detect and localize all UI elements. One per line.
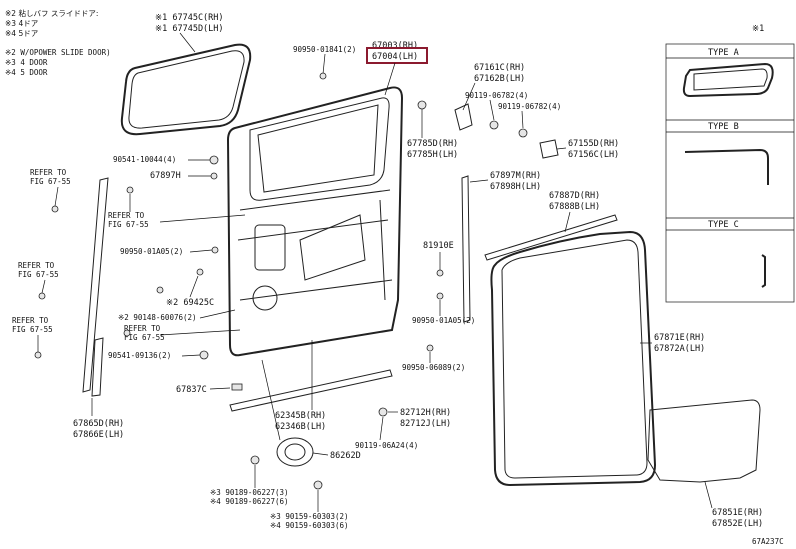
hinge-parts (417, 100, 559, 159)
label-82712h: 82712H(RH) (400, 408, 451, 418)
note-4: ※2 W/OPOWER SLIDE DOOR) (5, 48, 111, 57)
label-67161c: 67161C(RH) (474, 63, 525, 73)
refer-5-line-b: FIG 67-55 (124, 333, 165, 342)
label-67865d: 67865D(RH) (73, 419, 124, 429)
label-81910e: 81910E (423, 241, 454, 251)
label-67852e: 67852E(LH) (712, 519, 763, 529)
label-67745d: ※1 67745D(LH) (155, 24, 224, 34)
label-67785h: 67785H(LH) (407, 150, 458, 160)
label-90159-a: ※3 90159-60303(2) (270, 512, 349, 521)
refer-3-line-b: FIG 67-55 (18, 270, 59, 279)
label-67004: 67004(LH) (372, 52, 418, 62)
label-90119-06782-a: 90119-06782(4) (465, 91, 528, 100)
refer-2-line-a: REFER TO (108, 211, 145, 220)
label-67745c: ※1 67745C(RH) (155, 13, 224, 23)
label-90119-06a24: 90119-06A24(4) (355, 441, 418, 450)
label-69425c: ※2 69425C (166, 298, 214, 308)
label-67888b: 67888B(LH) (549, 202, 600, 212)
note-1: ※2 粘しバフ スライドドア: (5, 8, 98, 18)
refer-4-line-a: REFER TO (12, 316, 49, 325)
refer-3-line-a: REFER TO (18, 261, 55, 270)
note-5: ※3 4 DOOR (5, 58, 48, 67)
label-90189-a: ※3 90189-06227(3) (210, 488, 289, 497)
label-67871e: 67871E(RH) (654, 333, 705, 343)
label-67156c: 67156C(LH) (568, 150, 619, 160)
label-67897m: 67897M(RH) (490, 171, 541, 181)
speaker (276, 437, 314, 467)
note-2: ※3 4ドア (5, 19, 38, 28)
label-90159-b: ※4 90159-60303(6) (270, 521, 349, 530)
note-6: ※4 5 DOOR (5, 68, 48, 77)
label-62345b: 62345B(RH) (275, 411, 326, 421)
label-90189-b: ※4 90189-06227(6) (210, 497, 289, 506)
type-inset: ※1 TYPE A TYPE B TYPE C (665, 24, 795, 303)
refer-1-line-b: FIG 67-55 (30, 177, 71, 186)
figure-code: 67A237C (752, 537, 784, 546)
label-90119-06782-b: 90119-06782(4) (498, 102, 561, 111)
label-90950-01a05-a: 90950-01A05(2) (120, 247, 183, 256)
window-glass (120, 43, 252, 136)
label-67887d: 67887D(RH) (549, 191, 600, 201)
refer-1-line-a: REFER TO (30, 168, 67, 177)
label-67898h: 67898H(LH) (490, 182, 541, 192)
door-panel (226, 86, 404, 357)
highlight-box (366, 47, 428, 64)
label-67897h: 67897H (150, 171, 181, 181)
legend-notes: ※2 粘しバフ スライドドア: ※3 4ドア ※4 5ドア ※2 W/OPOWE… (5, 8, 111, 77)
inset-type-a-label: TYPE A (708, 48, 739, 58)
label-90541-09136: 90541-09136(2) (108, 351, 171, 360)
label-90148-60076: ※2 90148-60076(2) (118, 313, 197, 322)
label-90950-01a05-b: 90950-01A05(2) (412, 316, 475, 325)
label-90541-10044: 90541-10044(4) (113, 155, 176, 164)
label-67851e: 67851E(RH) (712, 508, 763, 518)
label-67866e: 67866E(LH) (73, 430, 124, 440)
trim-board (647, 399, 761, 483)
label-67162b: 67162B(LH) (474, 74, 525, 84)
label-67003: 67003(RH) (372, 41, 418, 51)
label-67837c: 67837C (176, 385, 207, 395)
label-82712j: 82712J(LH) (400, 419, 451, 429)
weatherstrip-seals (461, 175, 657, 487)
lower-rail (229, 369, 393, 412)
label-90950-06089: 90950-06089(2) (402, 363, 465, 372)
label-62346b: 62346B(LH) (275, 422, 326, 432)
left-trim-strips (82, 177, 109, 397)
label-86262d: 86262D (330, 451, 361, 461)
note-3: ※4 5ドア (5, 29, 38, 38)
refer-5-line-a: REFER TO (124, 324, 161, 333)
inset-type-b-label: TYPE B (708, 122, 739, 132)
label-67785d: 67785D(RH) (407, 139, 458, 149)
refer-4-line-b: FIG 67-55 (12, 325, 53, 334)
inset-type-c-label: TYPE C (708, 220, 739, 230)
inset-marker: ※1 (752, 24, 764, 34)
label-67155d: 67155D(RH) (568, 139, 619, 149)
refer-2-line-b: FIG 67-55 (108, 220, 149, 229)
label-90950-01841: 90950-01841(2) (293, 45, 356, 54)
label-67872a: 67872A(LH) (654, 344, 705, 354)
